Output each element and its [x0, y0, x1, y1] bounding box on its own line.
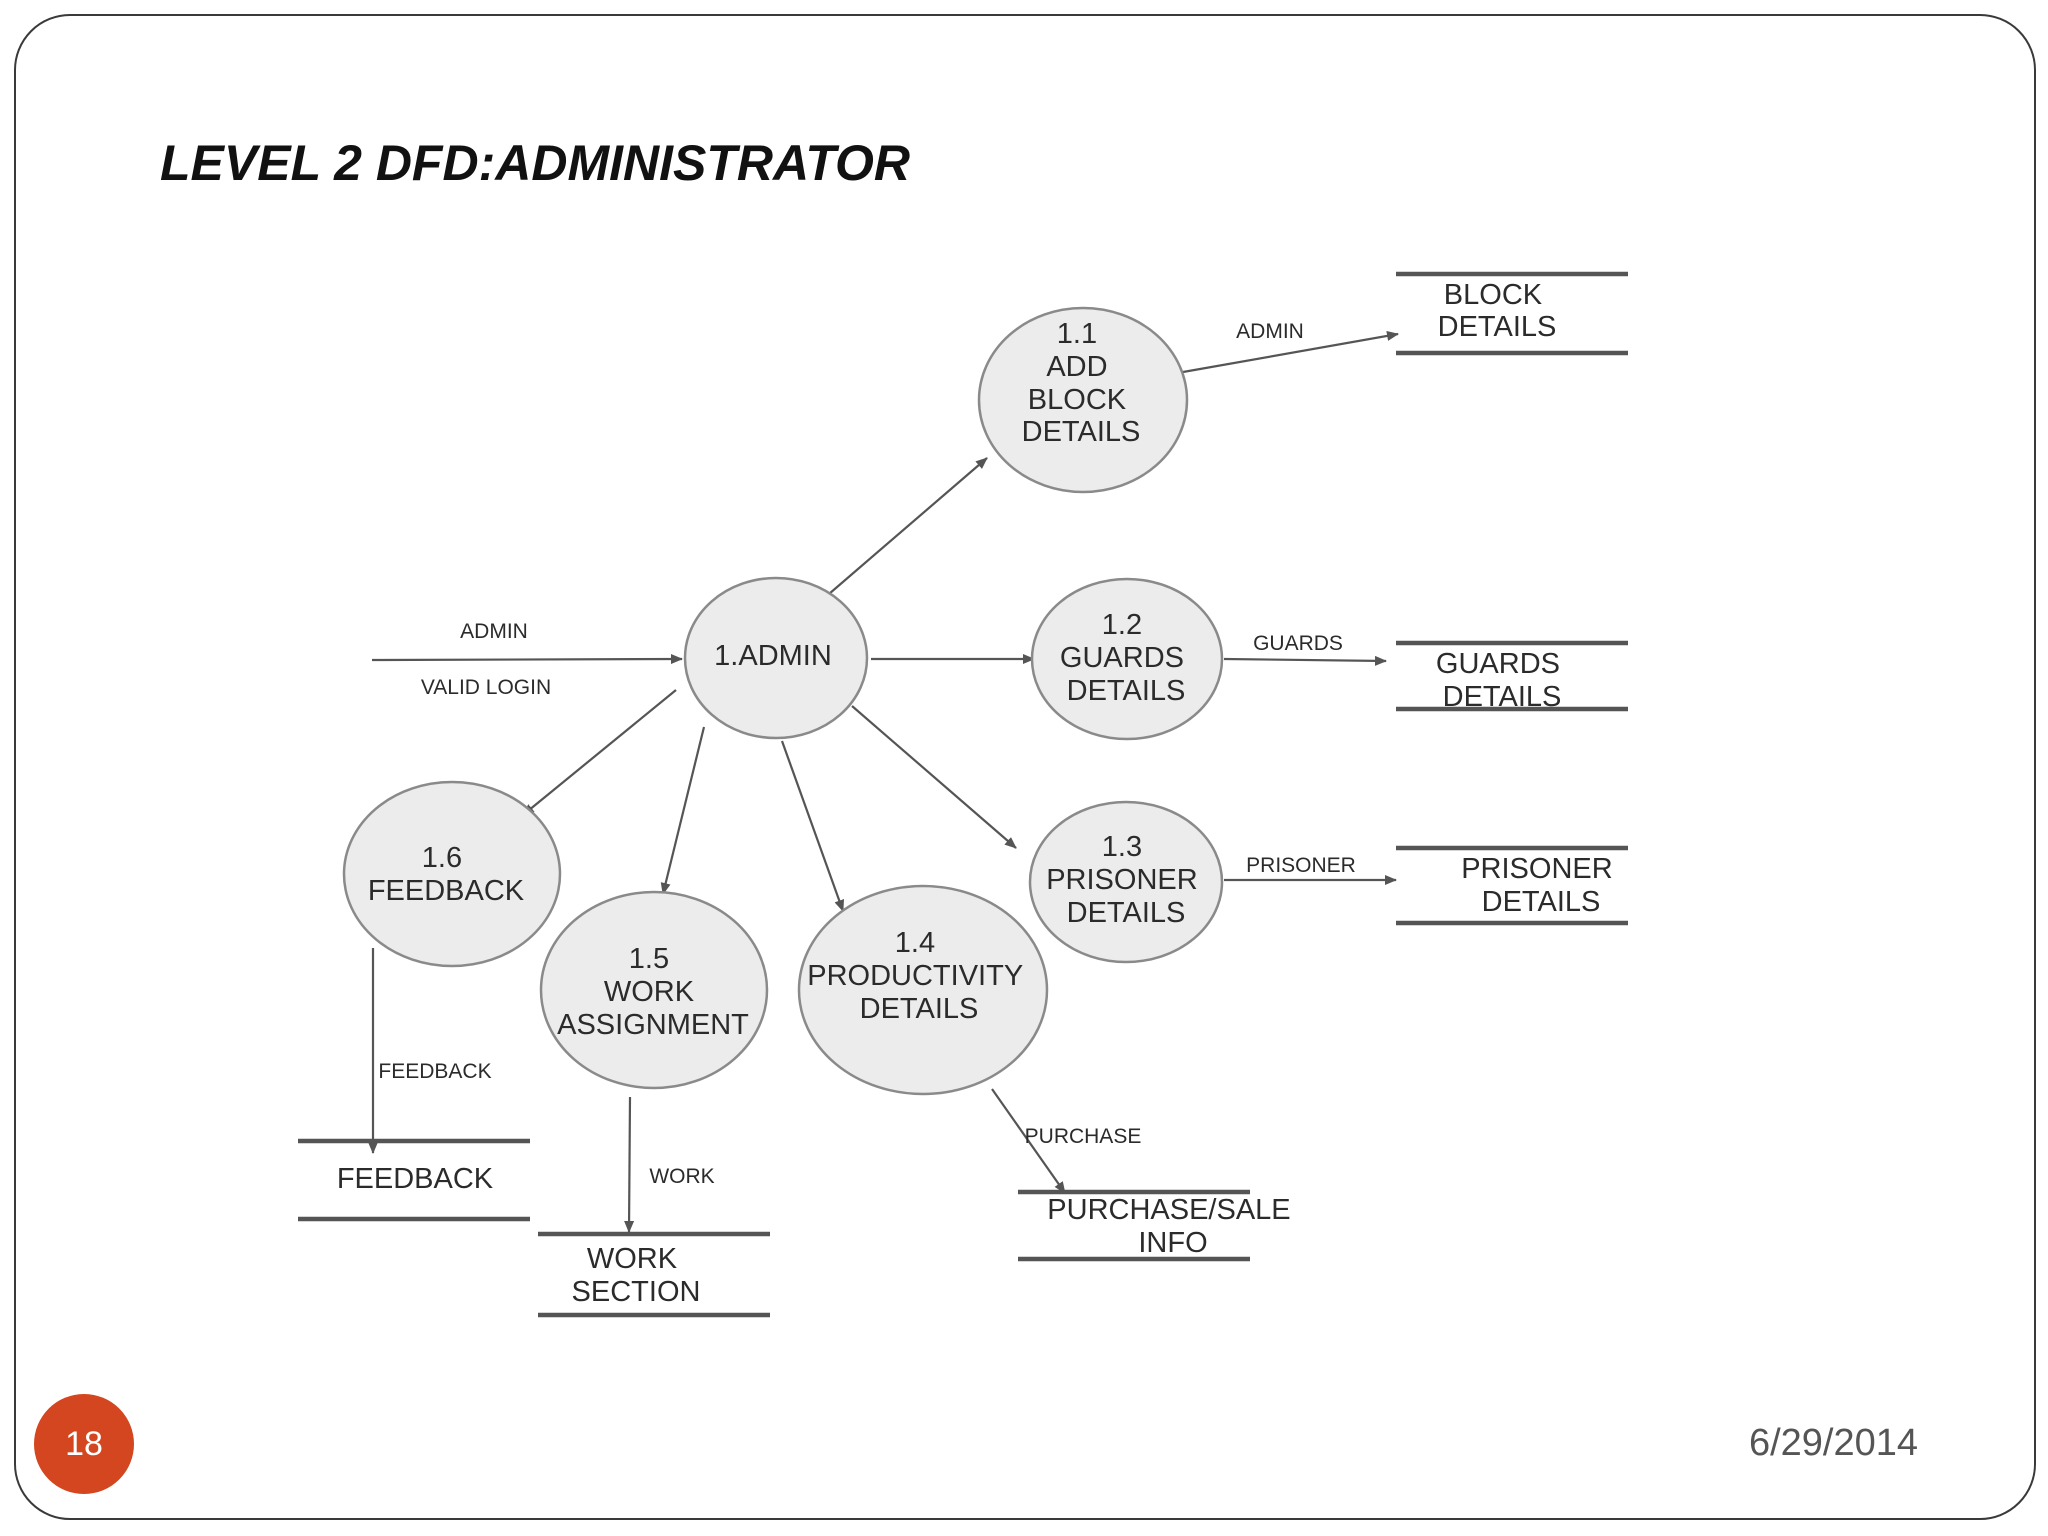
process-1-6-label: 1.6 FEEDBACK — [368, 842, 525, 907]
process-1-2-guards-details: 1.2 GUARDS DETAILS — [1030, 577, 1224, 741]
slide-title: LEVEL 2 DFD:ADMINISTRATOR — [160, 135, 911, 191]
process-1-3-circle — [1028, 800, 1224, 964]
flow-arrow-1-2-to-guards-store — [1223, 655, 1387, 666]
flow-labels: ADMIN VALID LOGIN ADMIN GUARDS PRISONER … — [378, 320, 1355, 1188]
flow-arrow-1-1-to-block-store — [1182, 330, 1399, 374]
process-1-3-label: 1.3 PRISONER DETAILS — [1046, 831, 1206, 929]
process-1-6-feedback: 1.6 FEEDBACK — [342, 780, 562, 968]
process-1-3-prisoner-details: 1.3 PRISONER DETAILS — [1028, 800, 1224, 964]
process-1-4-circle — [797, 884, 1049, 1096]
process-1-5-circle — [539, 890, 769, 1090]
flow-label-valid-login: VALID LOGIN — [421, 676, 551, 699]
process-1-1-add-block-details: 1.1 ADD BLOCK DETAILS — [977, 306, 1189, 494]
store-block-details: BLOCK DETAILS — [1396, 271, 1628, 356]
process-1-1-circle — [977, 306, 1189, 494]
process-admin: 1.ADMIN — [683, 576, 869, 740]
process-1-1-label: 1.1 ADD BLOCK DETAILS — [1022, 318, 1141, 448]
process-1-5-work-assignment: 1.5 WORK ASSIGNMENT — [539, 890, 769, 1090]
flow-label-purchase: PURCHASE — [1025, 1125, 1142, 1148]
slide-frame — [14, 14, 2036, 1520]
store-work-label: WORK SECTION — [572, 1243, 701, 1308]
flow-arrow-admin-to-1-6 — [522, 689, 677, 816]
flow-arrow-1-4-to-purchase-store — [991, 1088, 1066, 1194]
flow-arrow-admin-to-1-1 — [821, 457, 988, 601]
process-admin-circle — [683, 576, 869, 740]
slide-date: 6/29/2014 — [1748, 1422, 1918, 1464]
process-1-4-label: 1.4 PRODUCTIVITY DETAILS — [807, 927, 1030, 1025]
store-guards-details: GUARDS DETAILS — [1396, 640, 1628, 713]
flow-arrow-admin-to-1-4 — [780, 740, 845, 912]
flow-arrow-admin-to-1-5 — [660, 726, 706, 895]
store-prisoner-details: PRISONER DETAILS — [1396, 845, 1628, 926]
process-1-4-productivity-details: 1.4 PRODUCTIVITY DETAILS — [797, 884, 1049, 1096]
flow-arrows — [368, 330, 1399, 1233]
flow-label-feedback: FEEDBACK — [378, 1060, 491, 1083]
process-admin-label: 1.ADMIN — [714, 640, 832, 672]
process-1-6-circle — [342, 780, 562, 968]
process-1-5-label: 1.5 WORK ASSIGNMENT — [557, 943, 749, 1041]
store-work-section: WORK SECTION — [538, 1231, 770, 1318]
flow-label-work: WORK — [649, 1165, 714, 1188]
flow-arrow-external-to-admin — [371, 654, 683, 665]
store-feedback-label: FEEDBACK — [337, 1163, 494, 1195]
flow-label-prisoner: PRISONER — [1246, 854, 1356, 877]
flow-arrow-admin-to-1-3 — [851, 705, 1017, 849]
store-purchase-sale-info: PURCHASE/SALE INFO — [1018, 1189, 1298, 1262]
process-1-2-circle — [1030, 577, 1224, 741]
flow-label-admin-to-block: ADMIN — [1236, 320, 1304, 343]
store-purchase-label: PURCHASE/SALE INFO — [1047, 1194, 1298, 1259]
store-block-label: BLOCK DETAILS — [1438, 279, 1557, 343]
store-prisoner-label: PRISONER DETAILS — [1461, 853, 1621, 918]
flow-label-guards: GUARDS — [1253, 632, 1343, 655]
page-number-badge: 18 — [34, 1394, 134, 1494]
store-feedback: FEEDBACK — [298, 1138, 530, 1222]
store-guards-label: GUARDS DETAILS — [1436, 648, 1568, 713]
flow-label-admin-input: ADMIN — [460, 620, 528, 643]
process-1-2-label: 1.2 GUARDS DETAILS — [1060, 609, 1192, 707]
flow-arrow-1-5-to-work-store — [624, 1096, 635, 1233]
